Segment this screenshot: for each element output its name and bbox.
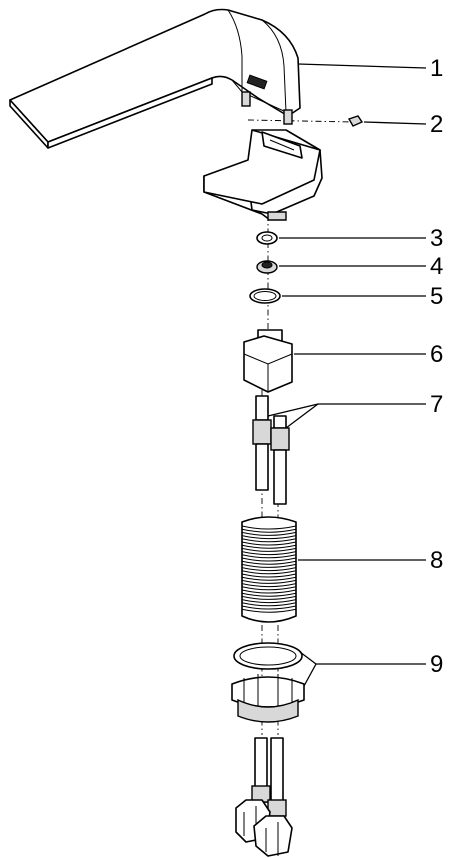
thread-line (241, 525, 297, 530)
thread-line (241, 579, 297, 584)
shank-threads (241, 525, 297, 613)
thread-line (241, 554, 297, 559)
retaining-clip (256, 231, 278, 245)
callout-1: 1 (430, 55, 444, 82)
thread-line (241, 560, 297, 565)
thread-line (241, 535, 297, 540)
callout-4: 4 (430, 253, 444, 280)
thread-line (241, 538, 297, 543)
thread-line (241, 608, 297, 613)
callout-8: 8 (430, 547, 444, 574)
hose-connectors (252, 395, 290, 505)
spout (9, 8, 301, 149)
mounting-nut-and-washer (231, 642, 305, 723)
thread-line (241, 570, 297, 575)
thread-line (241, 551, 297, 556)
thread-line (241, 595, 297, 600)
thread-line (241, 583, 297, 588)
thread-line (241, 589, 297, 594)
thread-line (241, 586, 297, 591)
callout-3: 3 (430, 225, 444, 252)
thread-line (241, 602, 297, 607)
threaded-shank (241, 516, 297, 623)
thread-line (241, 544, 297, 549)
callout-2: 2 (430, 111, 444, 138)
thread-line (241, 599, 297, 604)
callout-7: 7 (430, 391, 444, 418)
thread-line (241, 563, 297, 568)
nut (256, 260, 278, 274)
thread-line (241, 567, 297, 572)
thread-line (241, 541, 297, 546)
thread-line (241, 557, 297, 562)
set-screw (347, 115, 364, 127)
callout-6: 6 (430, 341, 444, 368)
lower-hoses (235, 737, 293, 857)
thread-line (241, 576, 297, 581)
thread-line (241, 547, 297, 552)
thread-line (241, 531, 297, 536)
thread-line (241, 573, 297, 578)
base-plate (203, 129, 323, 221)
leader-lines (267, 63, 427, 687)
connector-block (243, 329, 293, 393)
callout-9: 9 (430, 651, 444, 678)
thread-line (241, 605, 297, 610)
thread-line (241, 528, 297, 533)
o-ring (249, 288, 281, 304)
callout-5: 5 (430, 283, 444, 310)
thread-line (241, 592, 297, 597)
